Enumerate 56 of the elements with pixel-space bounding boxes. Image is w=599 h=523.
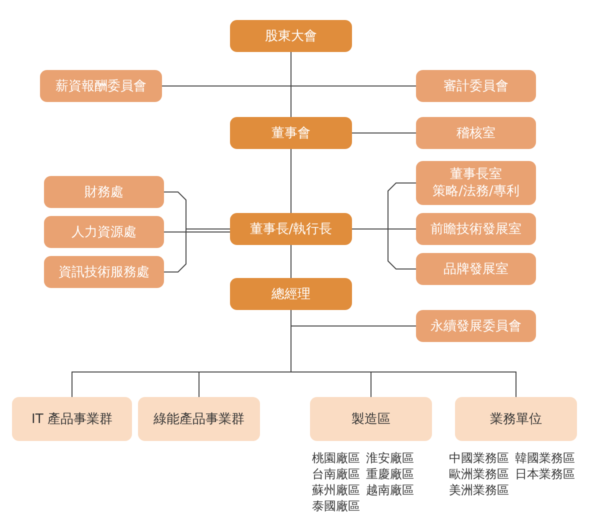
connector-line xyxy=(164,228,230,272)
unit-name: 股東大會 xyxy=(265,28,317,44)
org-unit-box xyxy=(12,397,132,441)
org-unit-box xyxy=(230,213,352,245)
org-unit-box xyxy=(416,70,536,102)
connector-line xyxy=(290,86,416,118)
region-label: 重慶廠區 xyxy=(366,466,414,482)
connector-line xyxy=(290,244,292,278)
unit-name: 業務單位 xyxy=(490,410,542,428)
unit-name: 永續發展委員會 xyxy=(430,318,522,334)
unit-name: 董事長/執行長 xyxy=(250,220,332,238)
region-label: 美洲業務區 xyxy=(449,482,509,498)
region-label: 中國業務區 xyxy=(449,450,509,466)
region-label: 蘇州廠區 xyxy=(312,482,360,498)
org-unit-box xyxy=(416,213,536,245)
unit-name: 總經理 xyxy=(272,286,310,302)
connector-line xyxy=(352,132,416,134)
region-label: 桃園廠區 xyxy=(312,450,360,466)
connector-line xyxy=(290,310,516,398)
unit-name: 董事長室 xyxy=(450,166,502,183)
region-label: 淮安廠區 xyxy=(366,450,414,466)
org-unit-box xyxy=(40,70,162,102)
region-label: 越南廠區 xyxy=(366,482,414,498)
unit-name: 薪資報酬委員會 xyxy=(56,78,146,94)
unit-name: 稽核室 xyxy=(456,124,496,142)
org-unit-box xyxy=(416,253,536,285)
unit-name: 資訊技術服務處 xyxy=(58,264,150,280)
region-label: 歐洲業務區 xyxy=(449,466,509,482)
org-unit-box xyxy=(230,278,352,310)
region-label: 韓國業務區 xyxy=(515,450,575,466)
org-unit-box xyxy=(138,397,260,441)
unit-name: 策略/法務/專利 xyxy=(432,183,520,200)
org-unit-box xyxy=(416,161,536,205)
org-unit-box xyxy=(230,117,352,149)
unit-name: 人力資源處 xyxy=(72,224,136,240)
unit-name: IT 產品事業群 xyxy=(32,410,112,428)
org-unit-box xyxy=(310,397,432,441)
org-unit-box xyxy=(416,117,536,149)
region-label: 泰國廠區 xyxy=(312,498,360,514)
org-unit-box xyxy=(44,176,164,208)
unit-name: 製造區 xyxy=(352,410,390,428)
org-unit-box xyxy=(416,310,536,342)
connector-line xyxy=(352,228,416,270)
connector-line xyxy=(290,148,292,214)
unit-name: 董事會 xyxy=(272,124,310,142)
org-unit-box xyxy=(230,20,352,52)
org-unit-box xyxy=(455,397,577,441)
region-label: 日本業務區 xyxy=(515,466,575,482)
unit-name: 品牌發展室 xyxy=(444,260,508,278)
unit-name: 前瞻技術發展室 xyxy=(430,220,522,238)
org-unit-box xyxy=(44,256,164,288)
unit-name: 財務處 xyxy=(84,184,124,200)
unit-name: 審計委員會 xyxy=(444,78,508,94)
unit-name: 綠能產品事業群 xyxy=(154,410,244,428)
region-label: 台南廠區 xyxy=(312,466,360,482)
org-unit-box xyxy=(44,216,164,248)
